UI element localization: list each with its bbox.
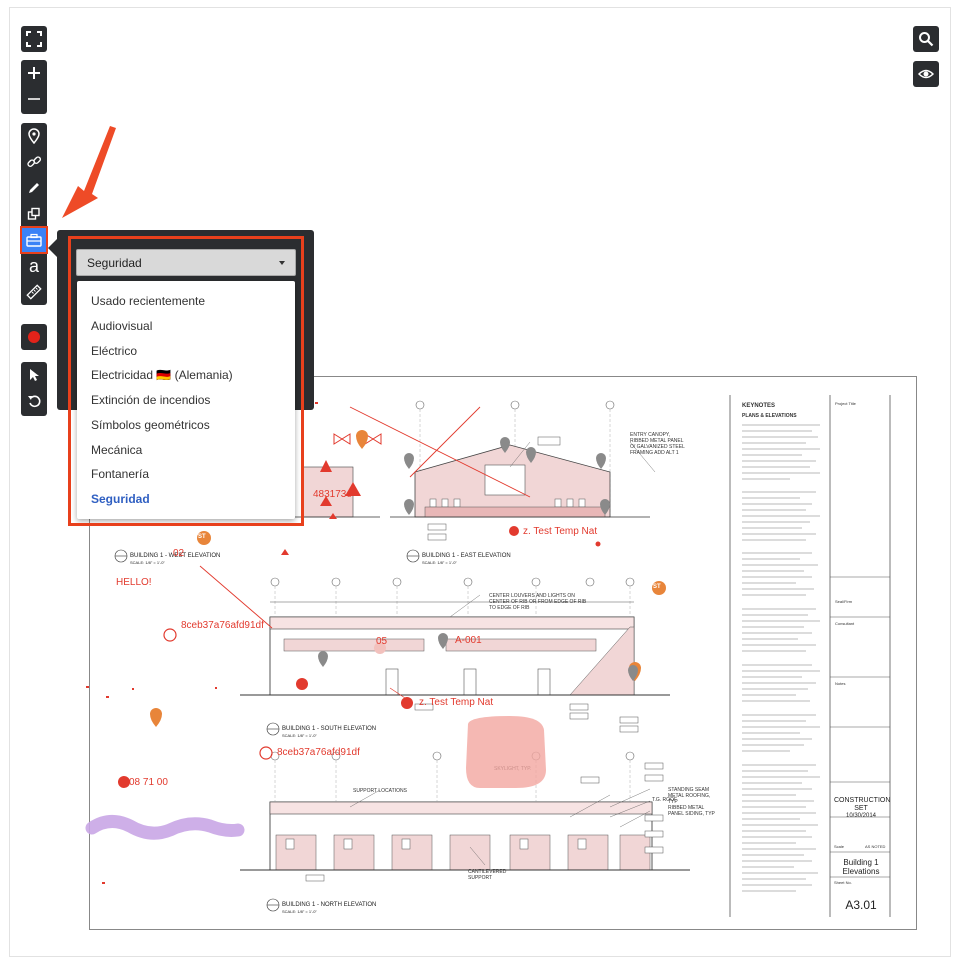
option-mecanica[interactable]: Mecánica <box>91 443 143 457</box>
zoom-group <box>21 60 47 114</box>
pointer-tool[interactable] <box>21 362 47 388</box>
east-elevation-title: BUILDING 1 - EAST ELEVATION <box>422 553 511 559</box>
zoom-in-button[interactable] <box>21 60 47 86</box>
st-badge-west[interactable]: ST <box>198 534 206 540</box>
south-elevation-scale: SCALE: 1/8" = 1'-0" <box>282 733 317 738</box>
option-audiovisual[interactable]: Audiovisual <box>91 319 153 333</box>
north-elevation-title: BUILDING 1 - NORTH ELEVATION <box>282 902 377 908</box>
toolbox-tool[interactable] <box>20 226 48 254</box>
canopy-note: ENTRY CANOPY, RIBBED METAL PANEL O/ GALV… <box>630 432 685 456</box>
markup-id-west[interactable]: 483173e <box>313 489 352 500</box>
pencil-icon <box>29 183 39 193</box>
support-note: SUPPORT LOCATIONS <box>353 788 407 794</box>
west-elevation-scale: SCALE: 1/8" = 1'-0" <box>130 560 165 565</box>
option-fontaneria[interactable]: Fontanería <box>91 467 150 481</box>
undo-button[interactable] <box>21 388 47 414</box>
keynotes-subtitle: PLANS & ELEVATIONS <box>742 413 797 419</box>
edit-tools-group <box>21 362 47 416</box>
pin-tool[interactable] <box>21 123 47 149</box>
zoom-out-icon <box>28 98 40 100</box>
st-badge-east[interactable]: ST <box>653 584 661 590</box>
category-select[interactable]: Seguridad <box>76 249 296 276</box>
record-button[interactable] <box>21 324 47 350</box>
category-dropdown: Usado recientemente Audiovisual Eléctric… <box>77 281 295 519</box>
set-name: CONSTRUCTION SET <box>834 797 891 812</box>
markup-test-temp-1[interactable]: z. Test Temp Nat <box>523 526 598 537</box>
option-extincion-incendios[interactable]: Extinción de incendios <box>91 393 211 407</box>
markup-ref-2[interactable]: 8ceb37a76afd91df <box>277 747 360 758</box>
markup-tools-group: a <box>20 123 48 305</box>
cantilevered-note: CANTILEVERED SUPPORT <box>468 869 507 881</box>
louvers-note: CENTER LOUVERS AND LIGHTS ON CENTER OF R… <box>489 593 587 611</box>
south-elevation-title: BUILDING 1 - SOUTH ELEVATION <box>282 726 377 732</box>
scale-value: AS NOTED <box>865 844 886 849</box>
search-button[interactable] <box>913 26 939 52</box>
ruler-tool[interactable] <box>21 279 47 305</box>
north-elevation-scale: SCALE: 1/8" = 1'-0" <box>282 909 317 914</box>
fullscreen-button[interactable] <box>21 26 47 52</box>
search-icon <box>919 32 934 47</box>
option-electrico[interactable]: Eléctrico <box>91 344 138 358</box>
option-electricidad-alemania[interactable]: Electricidad 🇩🇪 (Alemania) <box>91 368 233 382</box>
fullscreen-icon <box>26 31 42 47</box>
chevron-down-icon <box>279 261 285 265</box>
set-date: 10/30/2014 <box>845 813 877 819</box>
category-select-value: Seguridad <box>87 255 142 270</box>
consultant-label: Consultant <box>835 621 855 626</box>
ruler-icon <box>26 284 42 300</box>
link-icon <box>27 156 42 168</box>
popover-caret <box>48 238 58 258</box>
pointer-icon <box>30 369 39 381</box>
sheet-number: A3.01 <box>845 898 877 912</box>
seal-label: Seal/Firm <box>835 599 853 604</box>
west-elevation-title: BUILDING 1 - WEST ELEVATION <box>130 553 221 559</box>
option-simbolos-geometricos[interactable]: Símbolos geométricos <box>91 418 210 432</box>
skylight-note: SKYLIGHT, TYP. <box>494 766 532 772</box>
option-recently-used[interactable]: Usado recientemente <box>91 294 206 308</box>
tg-roof-note: T.G. ROOF <box>652 797 677 803</box>
record-icon <box>28 331 40 343</box>
sheet-linework <box>114 395 891 917</box>
ribbed-note: RIBBED METAL PANEL SIDING, TYP <box>668 805 715 817</box>
undo-icon <box>28 395 41 408</box>
pin-icon <box>28 128 40 144</box>
project-title-label: Project Title <box>835 401 856 406</box>
highlight-frame <box>68 236 304 526</box>
standing-seam-note: STANDING SEAM METAL ROOFING, TYP <box>668 787 711 805</box>
zoom-out-button[interactable] <box>21 86 47 112</box>
eye-icon <box>918 69 934 79</box>
keynotes-title: KEYNOTES <box>742 403 776 409</box>
text-icon: a <box>28 256 39 276</box>
toolbox-icon <box>26 233 42 247</box>
zoom-in-icon <box>28 67 40 79</box>
visibility-button[interactable] <box>913 61 939 87</box>
sheet-title: Building 1 Elevations <box>842 858 880 876</box>
east-elevation-scale: SCALE: 1/8" = 1'-0" <box>422 560 457 565</box>
markup-spec[interactable]: 08 71 00 <box>129 777 168 788</box>
markup-a001[interactable]: A-001 <box>455 635 482 646</box>
markup-05[interactable]: 05 <box>376 636 388 647</box>
markup-ref-1[interactable]: 8ceb37a76afd91df <box>181 620 264 631</box>
pencil-tool[interactable] <box>21 175 47 201</box>
shapes-icon <box>27 207 40 220</box>
markup-west-num[interactable]: 02 <box>173 548 185 559</box>
notes-label: Notes <box>835 681 846 686</box>
markup-test-temp-2[interactable]: z. Test Temp Nat <box>419 697 494 708</box>
markup-hello[interactable]: HELLO! <box>116 577 152 588</box>
option-seguridad[interactable]: Seguridad <box>91 492 150 506</box>
link-tool[interactable] <box>21 149 47 175</box>
callout-arrow <box>62 126 116 218</box>
sheet-no-label: Sheet No. <box>834 880 852 885</box>
text-tool[interactable]: a <box>21 253 47 279</box>
shapes-tool[interactable] <box>21 201 47 227</box>
scale-label: Scale <box>834 844 845 849</box>
